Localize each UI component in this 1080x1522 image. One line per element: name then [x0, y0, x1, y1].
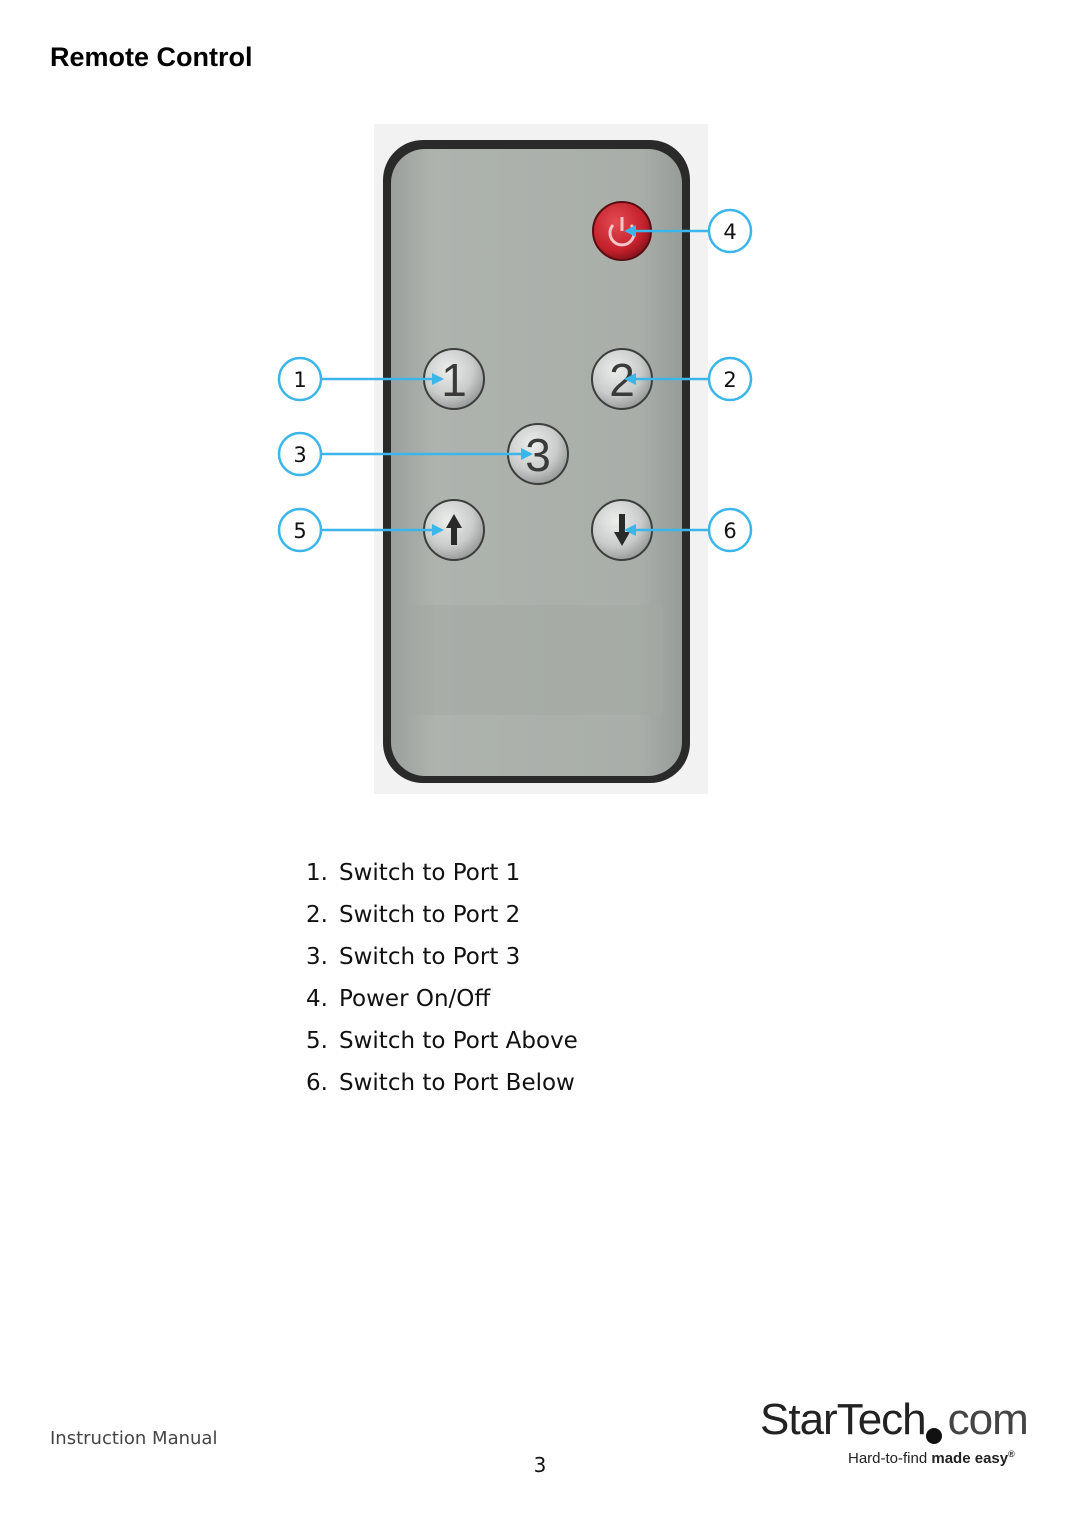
port-1-button: 1 [423, 348, 485, 410]
legend-item: 6. Switch to Port Below [306, 1062, 578, 1104]
legend-text: Power On/Off [339, 986, 491, 1012]
power-button [592, 201, 652, 261]
callout-2-label: 2 [723, 368, 736, 392]
callout-1-arrowhead [432, 373, 444, 385]
callout-5-arrowhead [432, 524, 444, 536]
callout-4-label: 4 [723, 220, 736, 244]
callout-3: 3 [277, 431, 323, 477]
logo-domain: com [947, 1395, 1029, 1444]
callout-6-arrowhead [624, 524, 636, 536]
port-3-button: 3 [507, 423, 569, 485]
legend-item: 3. Switch to Port 3 [306, 936, 578, 978]
legend-text: Switch to Port 3 [339, 944, 521, 970]
callout-5: 5 [277, 507, 323, 553]
callout-6-label: 6 [723, 519, 736, 543]
legend-number: 2. [306, 902, 328, 928]
callout-3-arrowhead [521, 448, 533, 460]
logo-registered-mark: ® [1008, 1449, 1015, 1459]
callout-6: 6 [707, 507, 753, 553]
logo-tagline-a: Hard-to-find [848, 1450, 928, 1467]
page-title: Remote Control [50, 42, 253, 72]
remote-control-figure: 1 2 3 [277, 124, 753, 794]
legend-number: 3. [306, 944, 328, 970]
callout-4: 4 [707, 208, 753, 254]
port-1-glyph: 1 [441, 354, 467, 406]
port-2-button: 2 [591, 348, 653, 410]
button-legend: 1. Switch to Port 1 2. Switch to Port 2 3.… [306, 852, 578, 1104]
legend-number: 4. [306, 986, 328, 1012]
logo-wordmark: StarTech com [760, 1395, 1029, 1445]
callout-5-label: 5 [293, 519, 306, 543]
up-button [423, 499, 485, 561]
callout-2-arrowhead [624, 373, 636, 385]
legend-number: 6. [306, 1070, 328, 1096]
callout-2: 2 [707, 356, 753, 402]
legend-text: Switch to Port 1 [339, 860, 521, 886]
page-number: 3 [533, 1453, 547, 1477]
remote-label-area [408, 605, 662, 715]
callout-1-label: 1 [293, 368, 306, 392]
legend-item: 4. Power On/Off [306, 978, 578, 1020]
legend-text: Switch to Port Below [339, 1070, 575, 1096]
legend-text: Switch to Port 2 [339, 902, 521, 928]
legend-number: 5. [306, 1028, 328, 1054]
legend-item: 2. Switch to Port 2 [306, 894, 578, 936]
footer-manual-label: Instruction Manual [50, 1428, 218, 1449]
callout-4-arrowhead [624, 225, 636, 237]
logo-name: StarTech [760, 1395, 927, 1444]
legend-text: Switch to Port Above [339, 1028, 578, 1054]
logo-tagline: Hard-to-find made easy® [848, 1449, 1015, 1467]
callout-1: 1 [277, 356, 323, 402]
arrow-down-icon [614, 514, 630, 546]
logo-dot [926, 1428, 942, 1444]
logo-tagline-b: made easy [927, 1450, 1009, 1467]
legend-item: 5. Switch to Port Above [306, 1020, 578, 1062]
legend-item: 1. Switch to Port 1 [306, 852, 578, 894]
legend-number: 1. [306, 860, 328, 886]
callout-3-label: 3 [293, 443, 306, 467]
arrow-up-icon [446, 514, 462, 545]
startech-logo: StarTech com Hard-to-find made easy® [760, 1395, 1040, 1475]
